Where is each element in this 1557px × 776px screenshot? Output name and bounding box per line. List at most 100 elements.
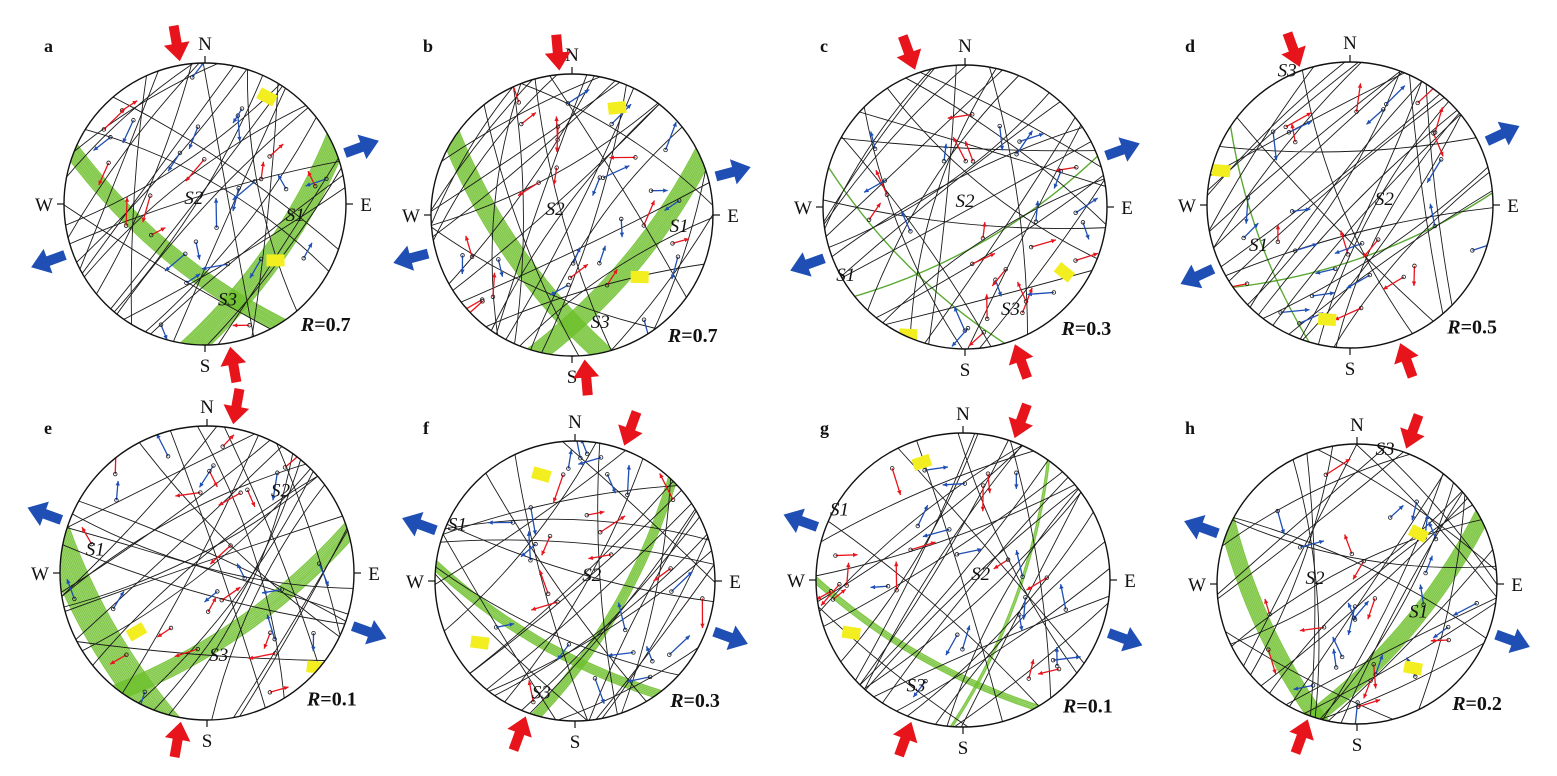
- compass-east-label: E: [1121, 198, 1133, 219]
- pole-marker: [578, 456, 583, 461]
- slip-vector: [922, 528, 950, 538]
- fault-plane-trace: [431, 74, 588, 327]
- pole-marker: [158, 322, 164, 327]
- slip-vector-head: [1353, 574, 1358, 580]
- slip-vector-head: [465, 235, 470, 241]
- slip-vector-head: [263, 643, 268, 649]
- slip-vector-head: [120, 108, 125, 114]
- extension-arrow: [1494, 628, 1530, 653]
- slip-vector: [284, 450, 305, 468]
- fault-plane-trace: [934, 439, 1109, 727]
- pole-marker: [142, 689, 147, 695]
- pole-marker: [1323, 472, 1329, 478]
- compass-east-label: E: [368, 564, 380, 585]
- girdle-arc: [510, 446, 680, 721]
- fault-plane-trace: [60, 502, 354, 628]
- pole-marker: [1020, 310, 1025, 316]
- slip-vector-head: [1430, 638, 1436, 643]
- girdle-arc: [439, 100, 636, 356]
- slip-vector-head: [1055, 167, 1061, 172]
- slip-vector-head: [1375, 699, 1381, 704]
- pole-marker: [1361, 558, 1366, 564]
- fault-plane-trace: [431, 74, 622, 318]
- pole-marker: [184, 280, 189, 286]
- girdle-arc: [60, 468, 212, 720]
- pole-marker: [1446, 637, 1451, 643]
- girdle-arc: [435, 538, 697, 708]
- girdle-arc: [1217, 466, 1355, 724]
- slip-vector-head: [607, 652, 613, 658]
- slip-vector: [142, 195, 151, 223]
- fault-plane-trace: [1244, 482, 1497, 724]
- pole-marker: [700, 596, 705, 601]
- fault-plane-trace: [69, 75, 346, 282]
- compass-west-label: W: [1178, 196, 1196, 217]
- girdle-arc: [1279, 480, 1497, 724]
- pole-marker: [219, 598, 224, 603]
- fault-plane-trace: [60, 489, 354, 589]
- stress-axis-s3-label: S3: [591, 312, 610, 333]
- stress-axis-s3-label: S3: [532, 683, 551, 704]
- fault-plane-trace: [60, 432, 340, 672]
- pole-marker: [108, 135, 113, 140]
- pole-marker: [980, 236, 986, 241]
- girdle-arc: [147, 93, 344, 345]
- compression-arrow: [223, 387, 250, 425]
- slip-vector-head: [229, 434, 234, 440]
- fault-plane-trace: [1207, 202, 1493, 296]
- fault-plane-trace: [1207, 125, 1493, 153]
- slip-vector-head: [617, 602, 622, 608]
- pole-marker: [1014, 152, 1019, 157]
- slip-vector-head: [174, 653, 180, 658]
- stress-axis-s2-label: S2: [1306, 568, 1326, 589]
- slip-vector-head: [199, 482, 204, 488]
- pole-marker: [670, 497, 676, 502]
- pole-marker: [955, 632, 960, 637]
- stress-ratio-value: =0.1: [320, 688, 356, 710]
- slip-vector: [1347, 606, 1356, 636]
- pole-marker: [124, 652, 129, 657]
- fault-plane-trace: [898, 500, 1110, 727]
- fault-plane-trace: [823, 114, 1107, 285]
- slip-vector-head: [870, 584, 876, 590]
- slip-vector-head: [1015, 550, 1020, 556]
- compass-north-label: N: [1343, 33, 1357, 54]
- slip-vector-head: [1398, 505, 1404, 510]
- slip-vector-head: [185, 176, 191, 182]
- slip-vector-head: [993, 564, 999, 569]
- pole-marker: [598, 530, 603, 535]
- slip-vector-head: [1092, 198, 1098, 203]
- pole-marker: [1278, 310, 1283, 315]
- slip-vector-head: [685, 635, 690, 641]
- stereonet-interior: [823, 65, 1107, 349]
- slip-vector-head: [1329, 291, 1335, 296]
- slip-vector-head: [460, 269, 465, 274]
- slip-vector-head: [1363, 601, 1369, 606]
- fault-plane-trace: [60, 526, 354, 631]
- extension-arrow: [31, 248, 67, 274]
- pole-marker: [1017, 612, 1022, 617]
- slip-vector-head: [984, 294, 989, 299]
- girdle-arc: [60, 471, 208, 720]
- slip-vector-head: [307, 242, 313, 248]
- pole-marker: [970, 261, 975, 267]
- slip-vector: [574, 441, 582, 459]
- stress-axis-s1-label: S1: [1409, 602, 1428, 623]
- slip-vector-head: [1318, 539, 1324, 545]
- stress-ratio-label: R=0.3: [1061, 318, 1112, 340]
- compass-west-label: W: [35, 195, 53, 216]
- compass-east-label: E: [360, 195, 372, 216]
- compass-west-label: W: [31, 564, 49, 585]
- slip-vector-head: [278, 174, 283, 180]
- pole-marker: [554, 165, 559, 170]
- misfit-marker: [266, 254, 285, 267]
- stress-axis-s2-label: S2: [971, 564, 991, 585]
- pole-marker: [608, 552, 614, 557]
- slip-vector: [952, 136, 967, 162]
- pole-marker: [1033, 219, 1039, 224]
- slip-vector-head: [115, 480, 120, 486]
- stress-axis-s3-label: S3: [218, 290, 237, 311]
